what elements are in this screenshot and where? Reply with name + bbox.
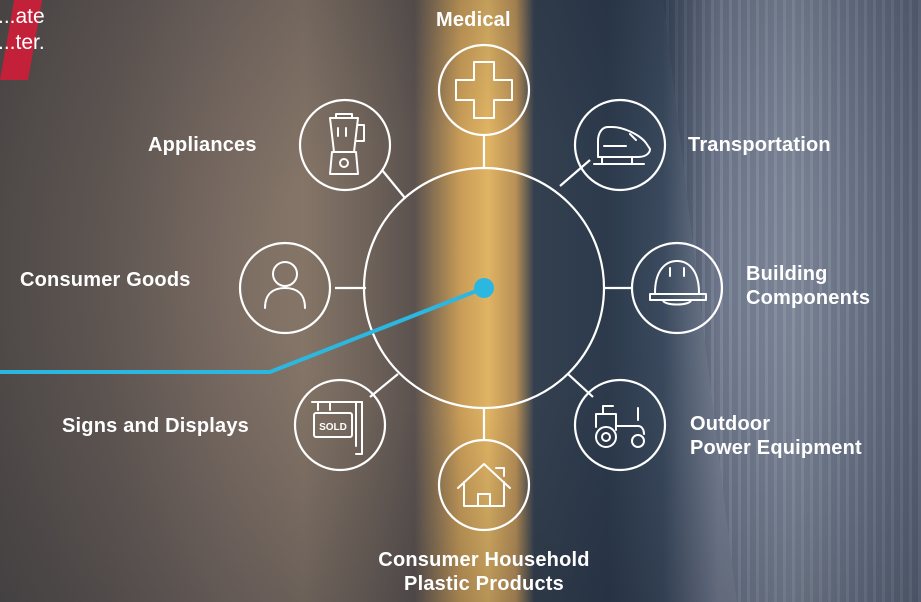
appliances-circle[interactable]: [298, 98, 392, 192]
label-outdoor: Outdoor: [690, 413, 771, 435]
medical-cross-icon: [455, 61, 513, 119]
label-signs-and-displays: Signs and Displays: [62, 415, 249, 437]
sold-sign-icon: [311, 401, 363, 455]
label-power-equipment: Power Equipment: [690, 437, 862, 459]
person-icon: [264, 261, 306, 309]
spoke-signs: [369, 373, 399, 398]
spoke-transportation: [559, 159, 591, 187]
consumer-goods-circle[interactable]: [238, 241, 332, 335]
household-circle[interactable]: [437, 438, 531, 532]
spoke-appliances: [381, 169, 406, 199]
intro-line-2: ...ter.: [0, 31, 45, 54]
intro-line-1: ...ate: [0, 5, 45, 28]
hard-hat-icon: [649, 260, 707, 306]
label-consumer-goods: Consumer Goods: [20, 269, 191, 291]
signs-circle[interactable]: [293, 378, 387, 472]
label-consumer-household-line1: Consumer Household: [378, 549, 590, 571]
label-components: Components: [746, 287, 871, 309]
label-medical: Medical: [436, 9, 511, 31]
train-icon: [593, 126, 651, 165]
transportation-circle[interactable]: [573, 98, 667, 192]
tractor-icon: [595, 405, 645, 448]
label-building-components: Building Components: [746, 262, 870, 310]
accent-dot: [474, 278, 494, 298]
label-transportation: Transportation: [688, 134, 831, 156]
label-appliances: Appliances: [148, 134, 257, 156]
label-building: Building: [746, 263, 828, 285]
medical-circle[interactable]: [437, 43, 531, 137]
building-circle[interactable]: [630, 241, 724, 335]
blender-icon: [329, 113, 365, 175]
intro-text: ...ate ...ter.: [0, 4, 47, 56]
outdoor-circle[interactable]: [573, 378, 667, 472]
house-icon: [457, 463, 511, 507]
accent-connector-line: [0, 286, 485, 374]
hub-circle: [362, 166, 606, 410]
label-plastic-products: Plastic Products: [404, 573, 564, 595]
label-outdoor-power-equipment: Outdoor Power Equipment: [690, 412, 862, 460]
sold-sign-text: SOLD: [319, 422, 347, 433]
label-consumer-household: Consumer Household Plastic Products: [355, 548, 613, 596]
